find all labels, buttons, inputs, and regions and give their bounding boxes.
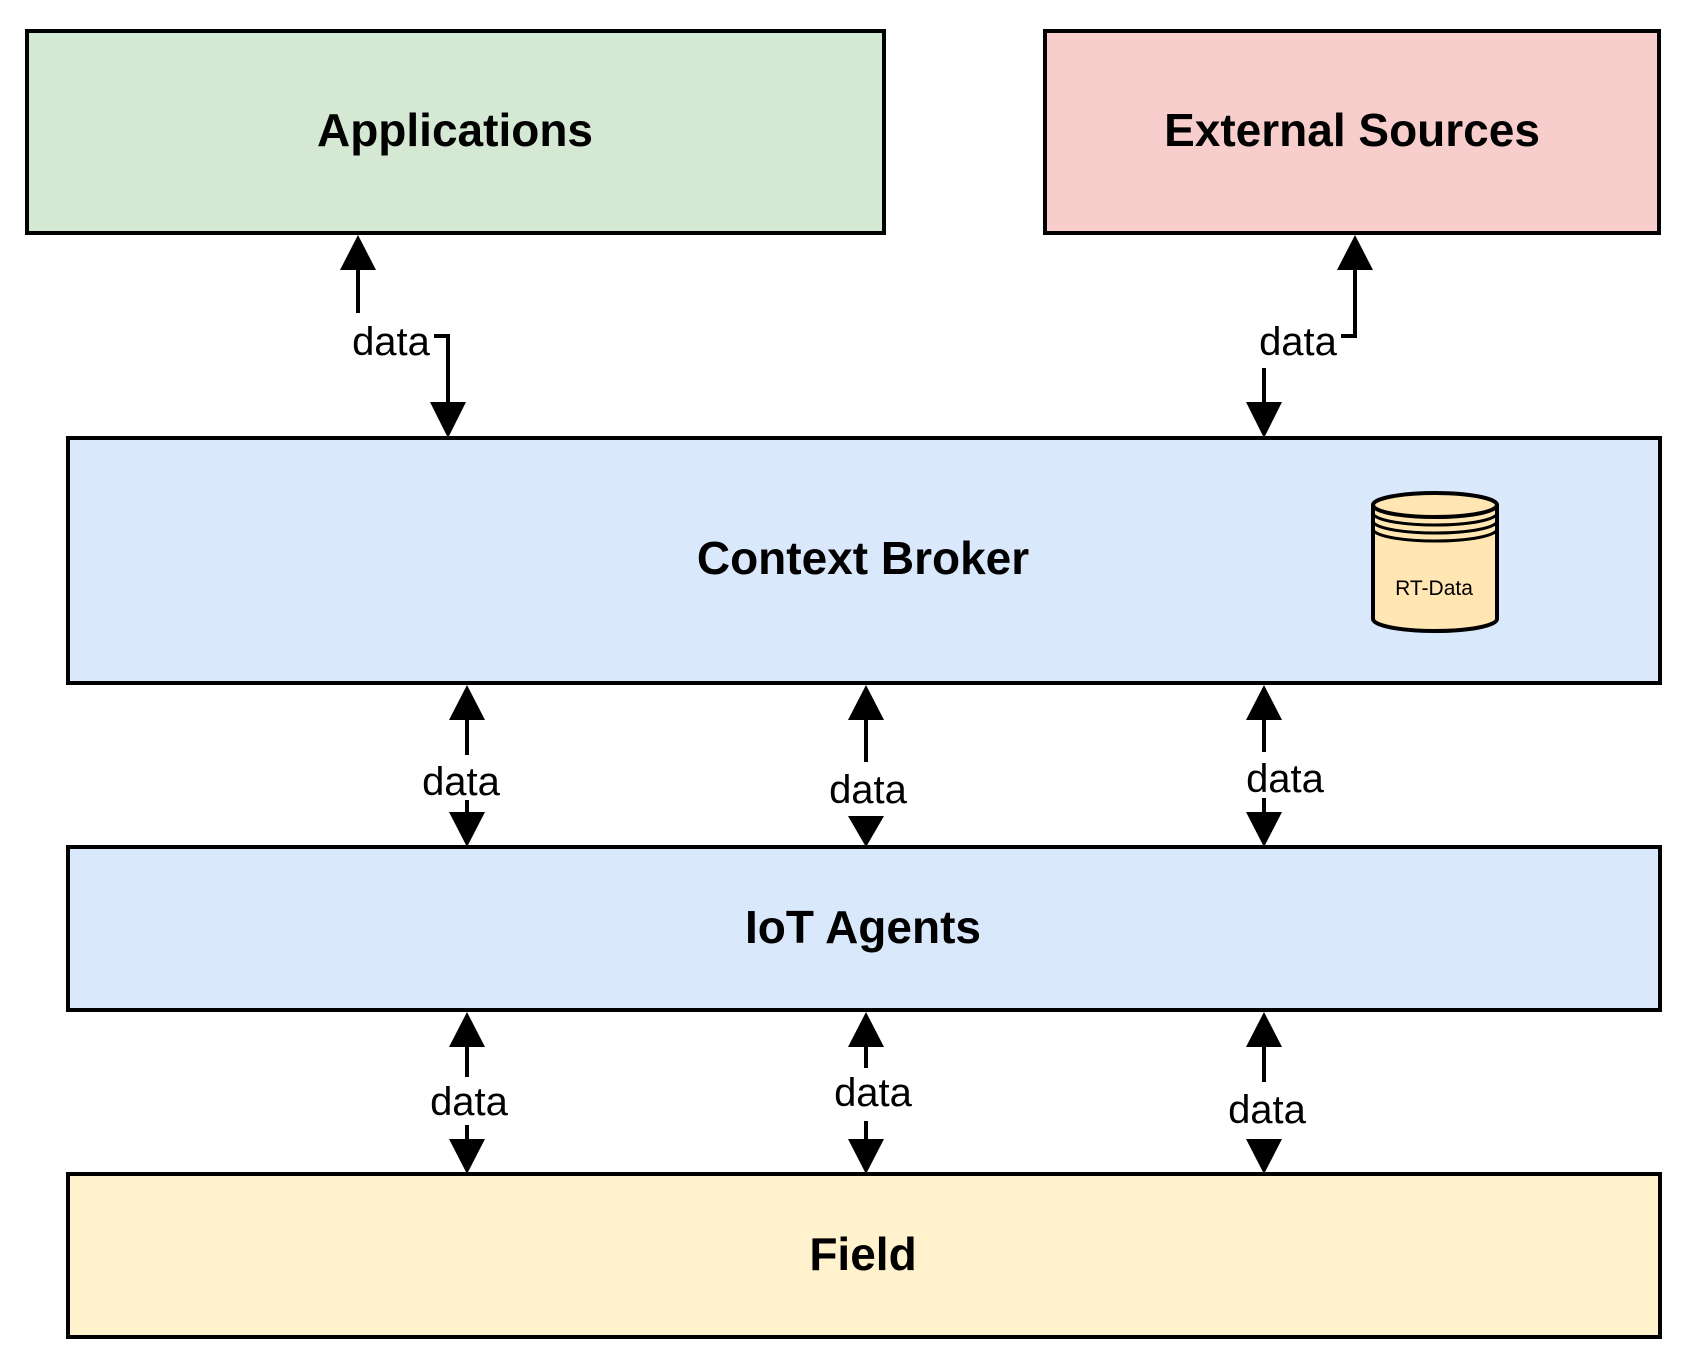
external-sources-box bbox=[1043, 29, 1661, 235]
edge-label: data bbox=[352, 320, 431, 364]
edge-label: data bbox=[834, 1071, 913, 1115]
field-box bbox=[66, 1172, 1662, 1339]
external-sources-node: External Sources bbox=[1043, 29, 1661, 235]
edge-label: data bbox=[422, 760, 501, 804]
arrow-down-head bbox=[1246, 812, 1282, 847]
edge-broker-agents-2: data bbox=[829, 685, 908, 847]
edge-label: data bbox=[829, 768, 908, 812]
applications-label: Applications bbox=[317, 104, 593, 156]
arrow-up-head bbox=[1246, 1012, 1282, 1047]
edge-external-broker: data bbox=[1246, 235, 1373, 438]
iot-agents-label: IoT Agents bbox=[745, 901, 981, 953]
arrow-down-head bbox=[1246, 402, 1282, 438]
arrow-up-head bbox=[848, 1012, 884, 1047]
database-body bbox=[1371, 505, 1499, 633]
arrow-up-head bbox=[449, 685, 485, 720]
applications-node: Applications bbox=[25, 29, 886, 235]
arrow-up-head bbox=[340, 235, 376, 270]
applications-box bbox=[25, 29, 886, 235]
arrow-down-head bbox=[449, 812, 485, 847]
arrow-down-head bbox=[848, 816, 884, 847]
arrow-up-head bbox=[1246, 685, 1282, 720]
context-broker-label: Context Broker bbox=[697, 532, 1029, 584]
arrow-up-head bbox=[449, 1012, 485, 1047]
arrow-down-head bbox=[1246, 1139, 1282, 1174]
edge-broker-agents-3: data bbox=[1246, 685, 1325, 847]
edge-label: data bbox=[1228, 1088, 1307, 1132]
arrow-down-head bbox=[848, 1139, 884, 1174]
database-ring-3 bbox=[1371, 528, 1499, 543]
iot-agents-box bbox=[66, 845, 1662, 1012]
edge-broker-agents-1: data bbox=[422, 685, 501, 847]
edge-label: data bbox=[430, 1080, 509, 1124]
edge-agents-field-3: data bbox=[1228, 1012, 1307, 1174]
field-label: Field bbox=[809, 1228, 916, 1280]
edge-line bbox=[434, 334, 450, 418]
arrow-down-head bbox=[430, 402, 466, 438]
database-ring-1 bbox=[1371, 512, 1499, 527]
rt-data-database: RT-Data bbox=[1371, 491, 1499, 633]
edge-agents-field-2: data bbox=[834, 1012, 913, 1174]
database-ring-2 bbox=[1371, 520, 1499, 535]
edge-line bbox=[1341, 254, 1357, 338]
arrow-up-head bbox=[848, 685, 884, 720]
edge-applications-broker: data bbox=[340, 235, 466, 438]
field-node: Field bbox=[66, 1172, 1662, 1339]
iot-agents-node: IoT Agents bbox=[66, 845, 1662, 1012]
edge-label: data bbox=[1246, 757, 1325, 801]
arrow-down-head bbox=[449, 1139, 485, 1174]
database-label: RT-Data bbox=[1395, 577, 1473, 600]
edge-label: data bbox=[1259, 320, 1338, 364]
external-sources-label: External Sources bbox=[1164, 104, 1540, 156]
arrow-up-head bbox=[1337, 235, 1373, 270]
edge-agents-field-1: data bbox=[430, 1012, 509, 1174]
database-top bbox=[1371, 491, 1499, 519]
